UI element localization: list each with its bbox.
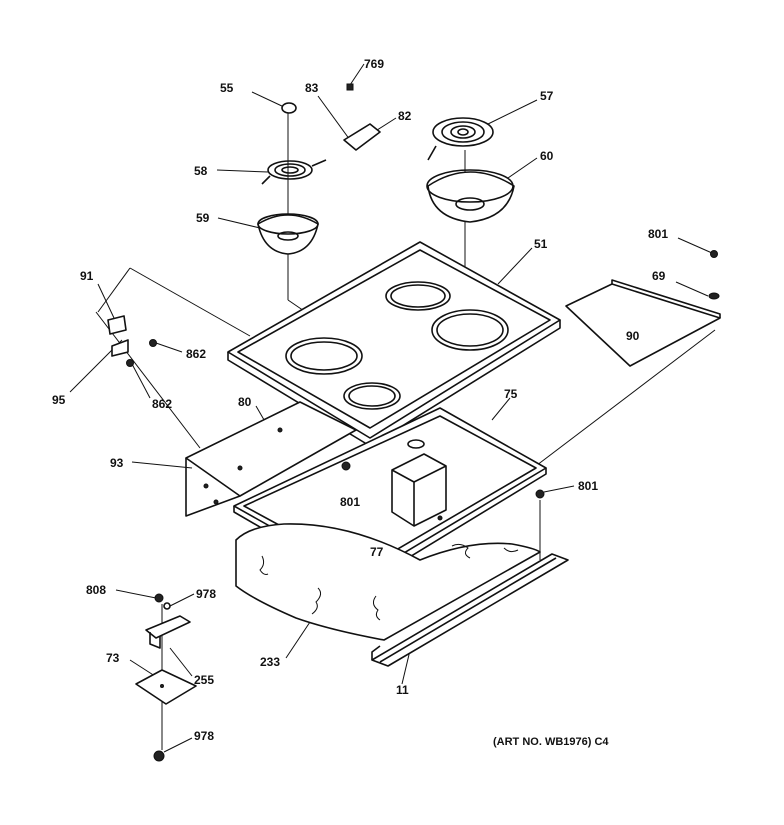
front-trim — [371, 553, 569, 667]
callout-978b: 978 — [194, 729, 214, 743]
callouts: 769 55 83 82 57 58 60 59 51 801 69 91 86… — [52, 57, 668, 743]
large-drip-pan — [426, 169, 515, 223]
callout-801c: 801 — [578, 479, 598, 493]
callout-233: 233 — [260, 655, 280, 669]
callout-58: 58 — [194, 164, 208, 178]
callout-255: 255 — [194, 673, 214, 687]
callout-93: 93 — [110, 456, 124, 470]
large-surface-unit — [427, 117, 494, 161]
callout-77: 77 — [370, 545, 384, 559]
front-rail — [185, 401, 357, 517]
callout-59: 59 — [196, 211, 210, 225]
terminal-block — [343, 83, 381, 151]
callout-801a: 801 — [648, 227, 668, 241]
callout-69: 69 — [652, 269, 666, 283]
lower-hardware — [135, 593, 197, 762]
art-number-note: (ART NO. WB1976) C4 — [493, 736, 609, 748]
cooktop — [227, 241, 561, 447]
insulation-blanket — [235, 523, 541, 641]
callout-95: 95 — [52, 393, 66, 407]
callout-90: 90 — [626, 329, 640, 343]
callout-808: 808 — [86, 583, 106, 597]
side-panel-left — [97, 267, 157, 367]
callout-978a: 978 — [196, 587, 216, 601]
callout-57: 57 — [540, 89, 554, 103]
callout-51: 51 — [534, 237, 548, 251]
small-drip-pan — [257, 213, 319, 255]
control-box — [341, 439, 545, 527]
callout-862b: 862 — [152, 397, 172, 411]
callout-83: 83 — [305, 81, 319, 95]
callout-73: 73 — [106, 651, 120, 665]
callout-55: 55 — [220, 81, 234, 95]
callout-769: 769 — [364, 57, 384, 71]
small-surface-unit — [261, 102, 327, 185]
callout-60: 60 — [540, 149, 554, 163]
callout-82: 82 — [398, 109, 412, 123]
callout-11: 11 — [396, 683, 409, 697]
callout-801b: 801 — [340, 495, 360, 509]
callout-80: 80 — [238, 395, 252, 409]
callout-91: 91 — [80, 269, 94, 283]
callout-862a: 862 — [186, 347, 206, 361]
bracket-right — [565, 250, 721, 367]
callout-75: 75 — [504, 387, 518, 401]
